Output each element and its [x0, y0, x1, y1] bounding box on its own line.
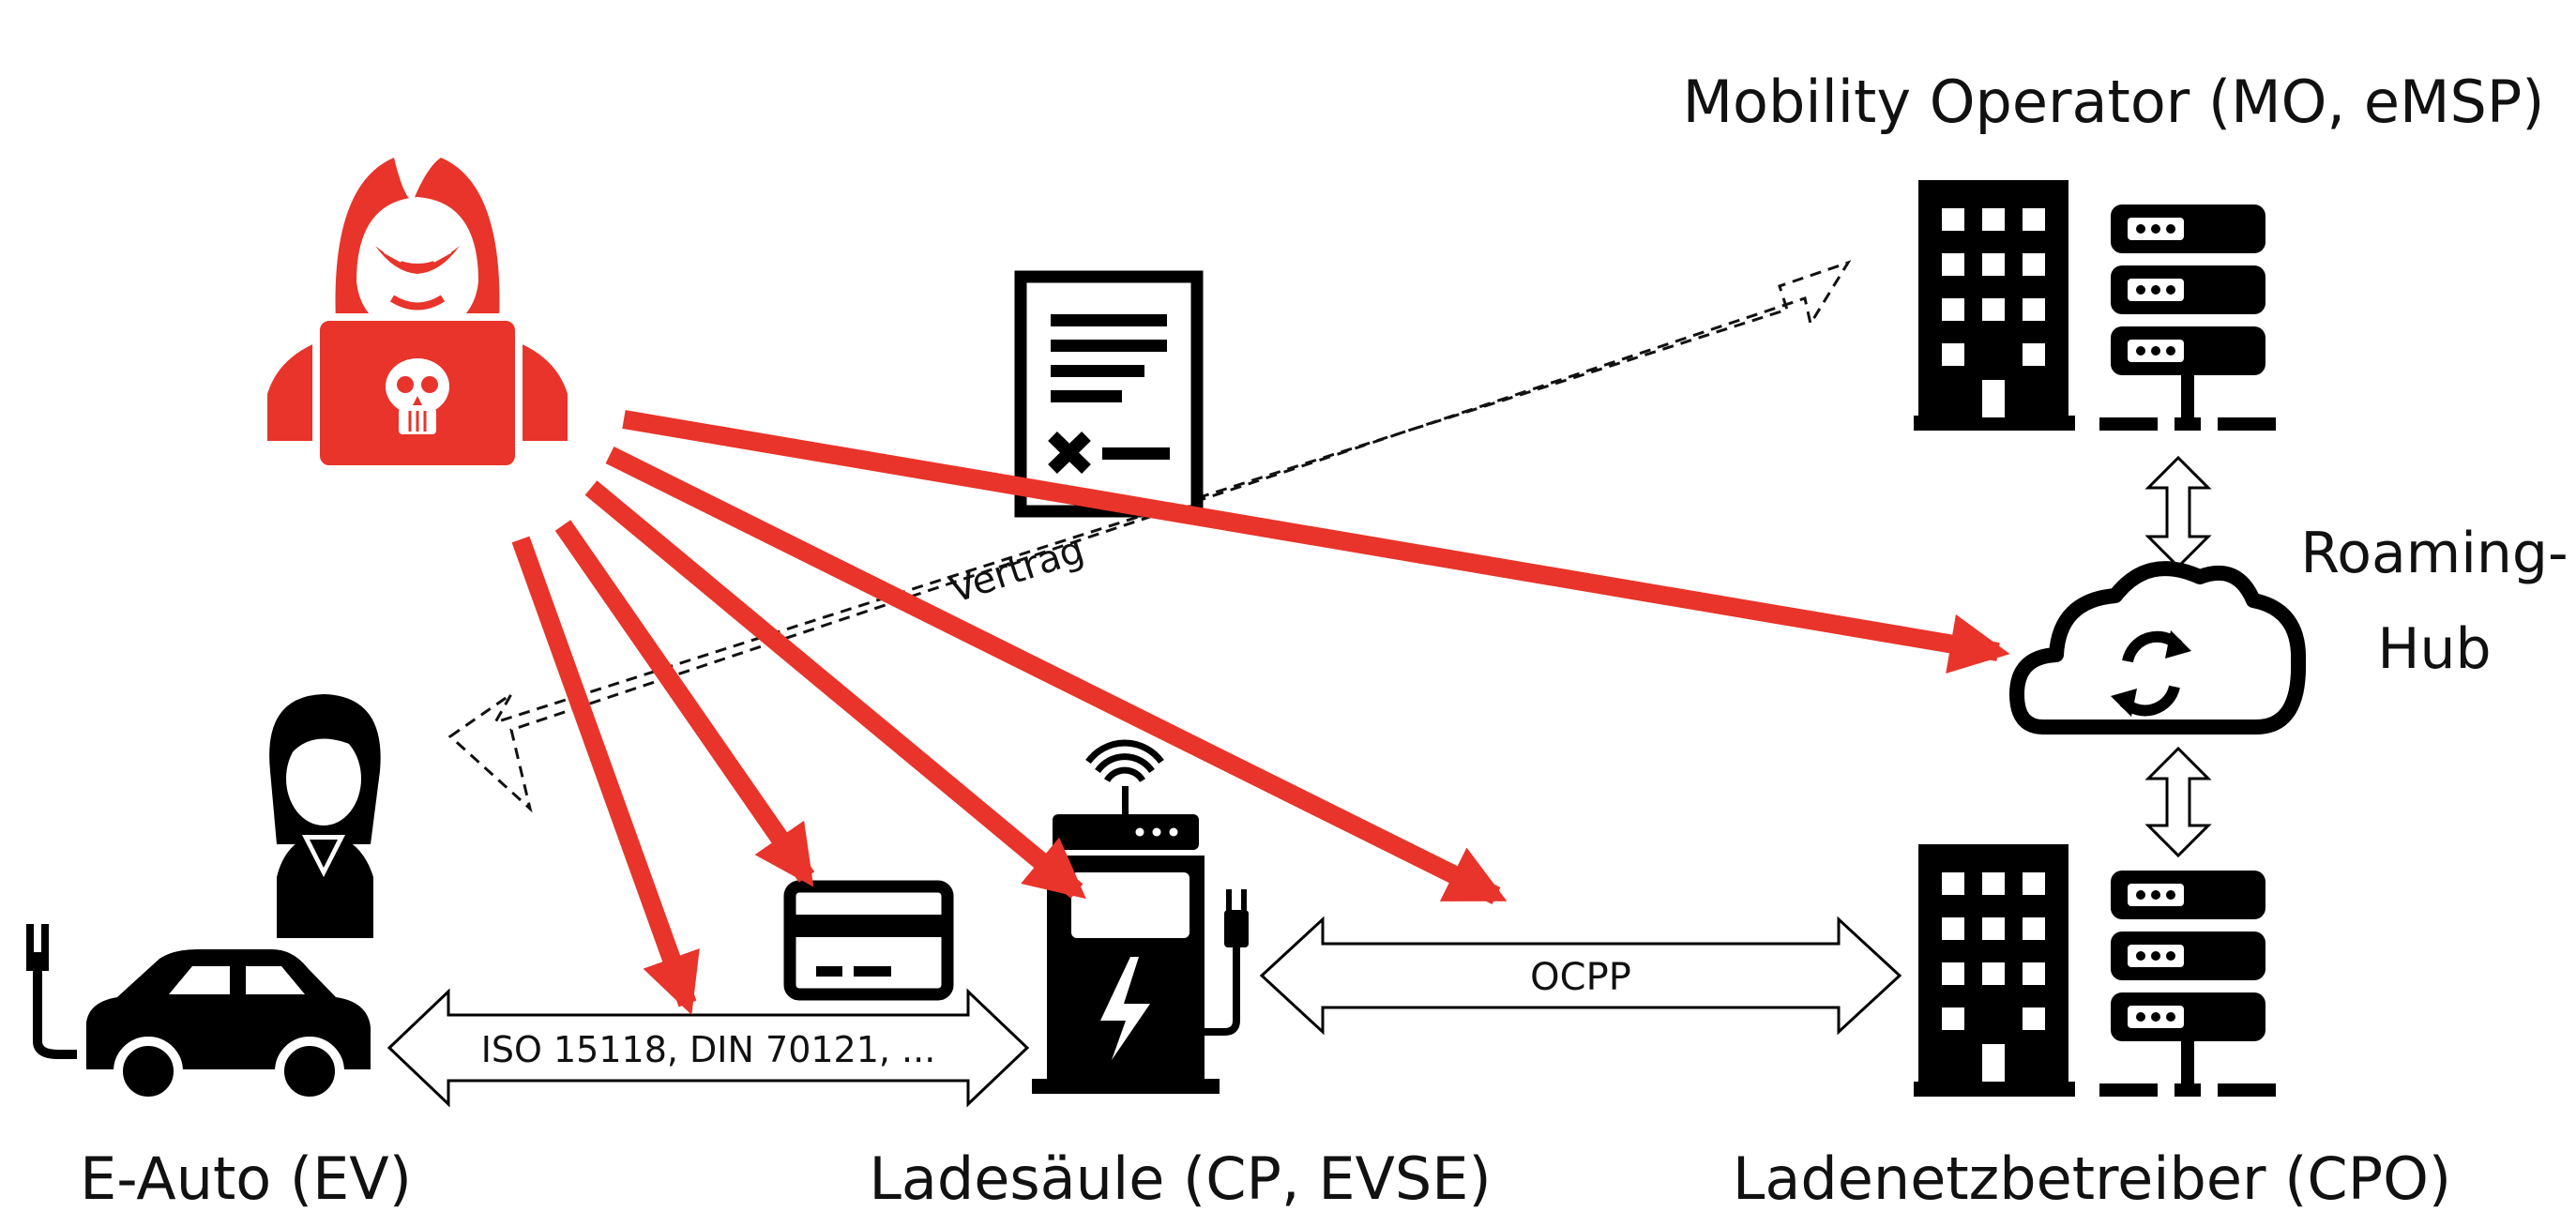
attack-arrow-cpo — [605, 447, 1508, 904]
roaming-hub-label-line2: Hub — [2377, 616, 2491, 682]
user-icon — [269, 694, 381, 938]
attack-arrow-cp — [584, 480, 1086, 900]
mo-hub-arrow — [2144, 455, 2212, 569]
office-building-icon — [1914, 844, 2075, 1097]
attack-arrow-hub — [622, 410, 2010, 674]
iso-protocol-arrow — [386, 988, 1030, 1108]
mo-label: Mobility Operator (MO, eMSP) — [1683, 68, 2545, 136]
cp-label: Ladesäule (CP, EVSE) — [869, 1144, 1491, 1213]
charging-station-icon — [1032, 739, 1249, 1094]
server-icon — [2099, 871, 2276, 1097]
hacker-icon — [267, 158, 568, 473]
contract-arrow — [447, 260, 1852, 813]
attack-arrow-ev — [511, 536, 700, 1016]
ocpp-arrow — [1259, 916, 1902, 1036]
attack-arrows — [511, 410, 2010, 1016]
ev-label: E-Auto (EV) — [80, 1144, 412, 1213]
server-icon — [2099, 204, 2276, 431]
contract-icon — [1014, 270, 1204, 518]
office-building-icon — [1914, 180, 2075, 431]
cloud-sync-icon — [2009, 561, 2307, 735]
hub-cpo-arrow — [2144, 746, 2212, 858]
car-icon — [26, 924, 371, 1106]
card-icon — [783, 880, 954, 1001]
contract-label: Vertrag — [945, 528, 1089, 612]
roaming-hub-label-line1: Roaming- — [2300, 521, 2568, 586]
attack-arrow-card — [554, 520, 815, 887]
cpo-label: Ladenetzbetreiber (CPO) — [1733, 1144, 2451, 1213]
iso-protocol-label: ISO 15118, DIN 70121, ... — [481, 1029, 936, 1070]
ocpp-label: OCPP — [1530, 956, 1631, 999]
